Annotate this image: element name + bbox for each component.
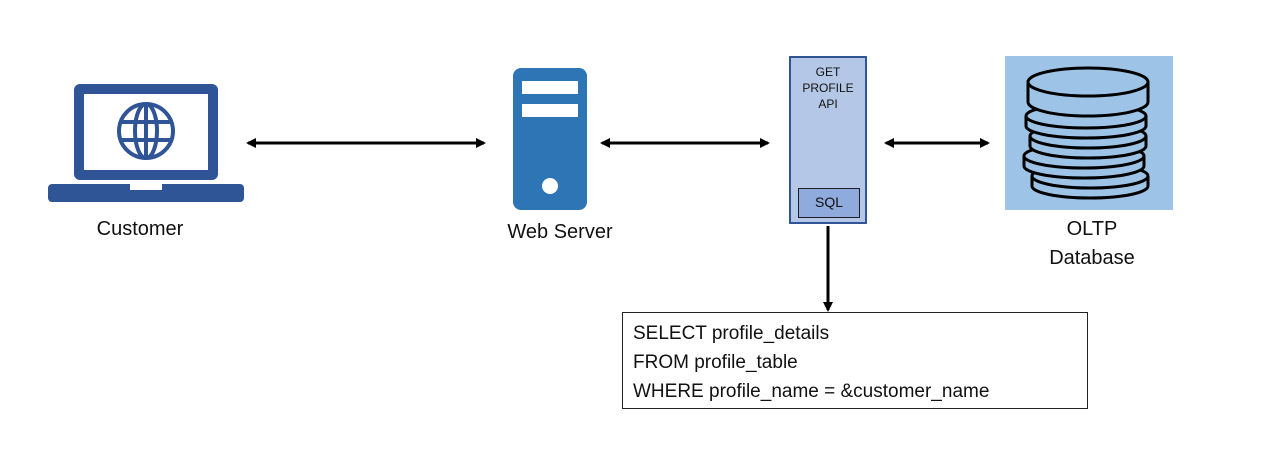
get-profile-api-box: GET PROFILE API SQL [789, 56, 867, 224]
sql-query-box: SELECT profile_details FROM profile_tabl… [622, 312, 1088, 409]
sql-box: SQL [798, 188, 860, 218]
database-label-line2: Database [1049, 247, 1135, 269]
customer-label: Customer [96, 218, 184, 240]
web-server-label: Web Server [507, 221, 613, 243]
api-title: GET PROFILE API [802, 65, 854, 111]
database-label-line1: OLTP [1066, 218, 1118, 240]
query-line-select: SELECT profile_details [633, 323, 830, 344]
database-stack-icon [1022, 66, 1150, 200]
server-icon [513, 68, 587, 210]
query-line-where: WHERE profile_name = &customer_name [633, 381, 990, 402]
laptop-globe-icon [48, 84, 244, 202]
query-line-from: FROM profile_table [633, 352, 798, 373]
